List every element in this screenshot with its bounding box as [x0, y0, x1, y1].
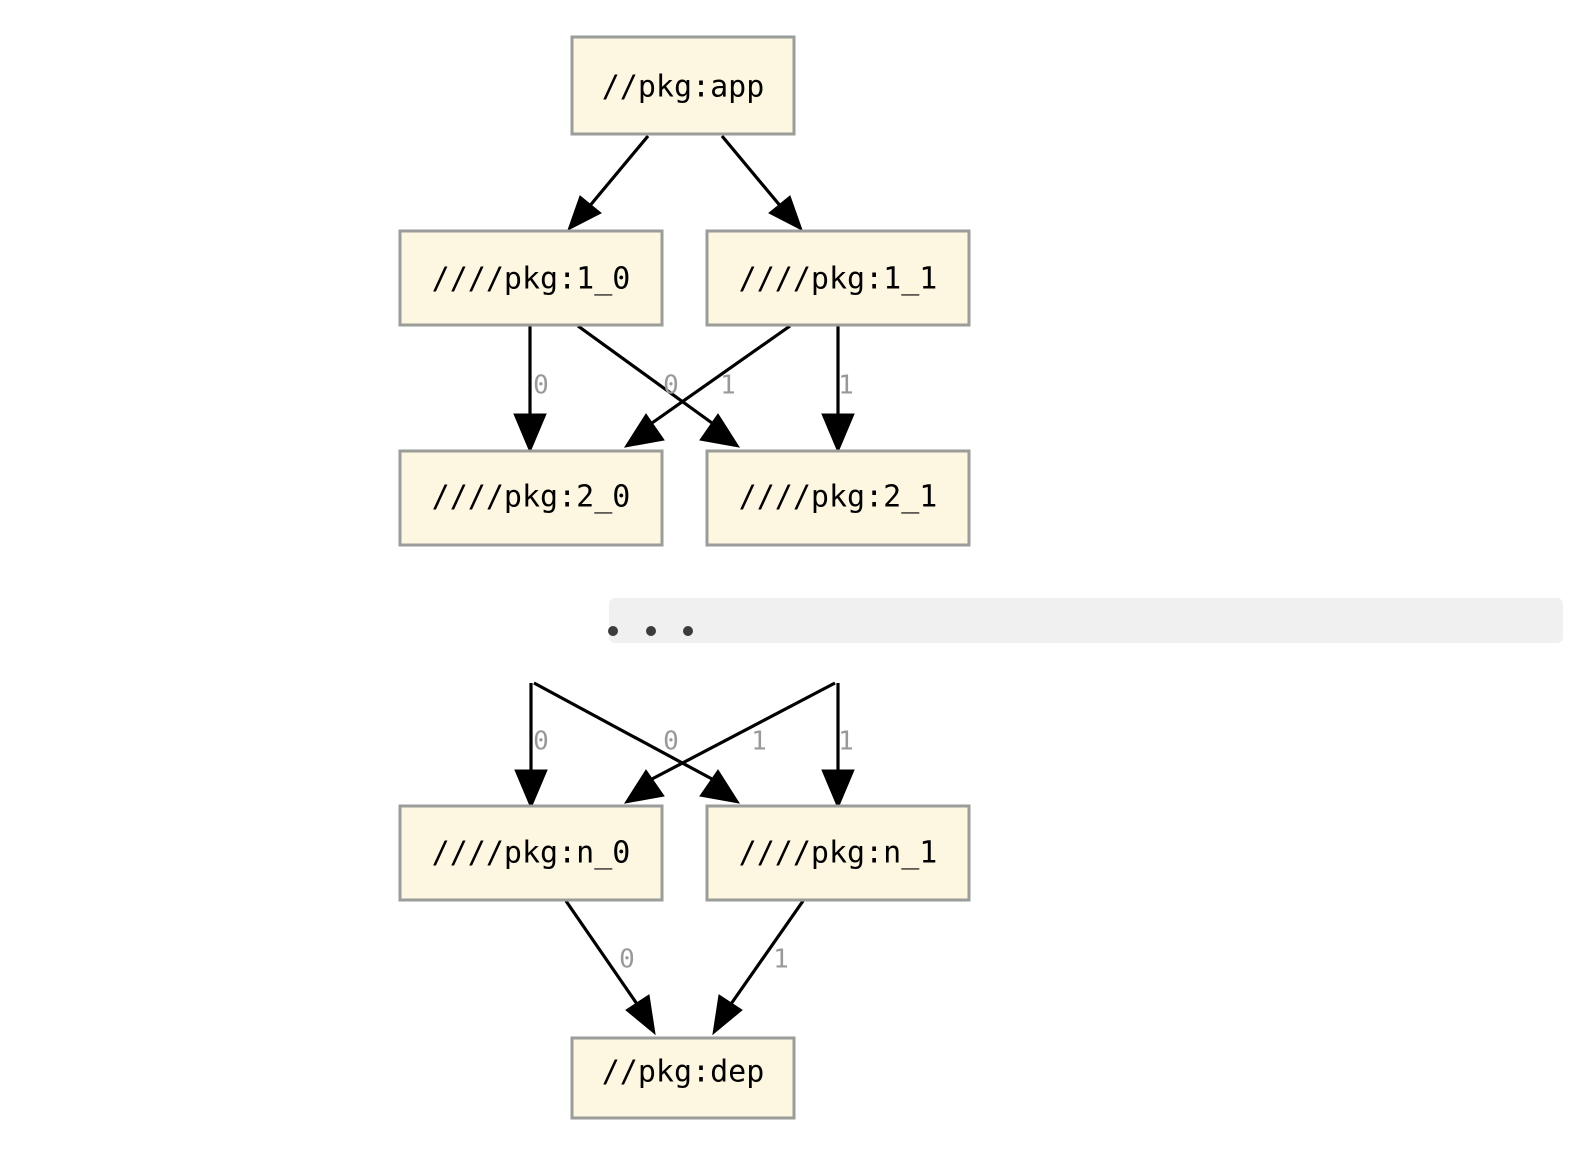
ellipsis-dot-1	[608, 626, 618, 636]
node-label-pkg-n-0: ////pkg:n_0	[432, 836, 631, 871]
edge-app-to-pkg1-0	[567, 134, 650, 232]
node-label-pkg-2-1: ////pkg:2_1	[739, 480, 938, 515]
edge-app-to-pkg1-1	[720, 134, 803, 232]
node-box[interactable]	[570, 1036, 796, 1120]
edge-label-1_1-2_0: 1	[720, 371, 736, 401]
node-pkg-2-0[interactable]: ////pkg:2_0	[398, 449, 664, 547]
edge-label-hidden-n_1a: 0	[663, 727, 679, 757]
node-pkg-n-0[interactable]: ////pkg:n_0	[398, 804, 664, 902]
node-label-pkg-1-1: ////pkg:1_1	[739, 262, 938, 297]
node-box[interactable]	[398, 449, 664, 547]
edge-hidden-to-pkgn-0	[514, 683, 548, 810]
truncation-band	[609, 598, 1563, 643]
edge-label-hidden-n_1b: 1	[838, 727, 854, 757]
node-box[interactable]	[705, 229, 971, 327]
edge-pkg1-1-to-pkg2-0	[623, 324, 791, 448]
ellipsis-dot-2	[646, 626, 656, 636]
node-pkg-1-0[interactable]: ////pkg:1_0	[398, 229, 664, 327]
node-box[interactable]	[398, 804, 664, 902]
edge-pkg1-0-to-pkg2-1	[577, 324, 741, 448]
ellipsis-dot-3	[683, 626, 693, 636]
node-label-pkg-1-0: ////pkg:1_0	[432, 262, 631, 297]
node-label-pkg-n-1: ////pkg:n_1	[739, 836, 938, 871]
edge-hidden-to-pkgn-0-cross	[623, 681, 836, 804]
edge-label-n_0-dep: 0	[619, 945, 635, 975]
node-box[interactable]	[570, 35, 796, 136]
node-label-pkg-app: //pkg:app	[602, 70, 765, 105]
node-label-pkg-dep: //pkg:dep	[602, 1055, 765, 1090]
edge-pkgn-0-to-dep	[564, 900, 656, 1036]
edge-label-1_1-2_1: 1	[838, 371, 854, 401]
node-pkg-dep[interactable]: //pkg:dep	[570, 1036, 796, 1120]
node-pkg-n-1[interactable]: ////pkg:n_1	[705, 804, 971, 902]
edge-label-hidden-n_0: 0	[533, 727, 549, 757]
edge-pkg1-1-to-pkg2-1	[821, 326, 855, 454]
edge-hidden-to-pkgn-1	[821, 683, 855, 810]
edge-label-1_0-2_0: 0	[533, 371, 549, 401]
edge-pkg1-0-to-pkg2-0	[513, 326, 547, 454]
node-box[interactable]	[705, 449, 971, 547]
node-label-pkg-2-0: ////pkg:2_0	[432, 480, 631, 515]
edge-pkgn-1-to-dep	[712, 900, 805, 1036]
node-pkg-app[interactable]: //pkg:app	[570, 35, 796, 136]
node-pkg-1-1[interactable]: ////pkg:1_1	[705, 229, 971, 327]
truncation-indicator	[608, 598, 1563, 643]
edge-label-n_1-dep: 1	[773, 945, 789, 975]
edge-label-hidden-n_0b: 1	[751, 727, 767, 757]
node-box[interactable]	[398, 229, 664, 327]
node-box[interactable]	[705, 804, 971, 902]
node-pkg-2-1[interactable]: ////pkg:2_1	[705, 449, 971, 547]
edge-label-1_0-2_1: 0	[663, 371, 679, 401]
